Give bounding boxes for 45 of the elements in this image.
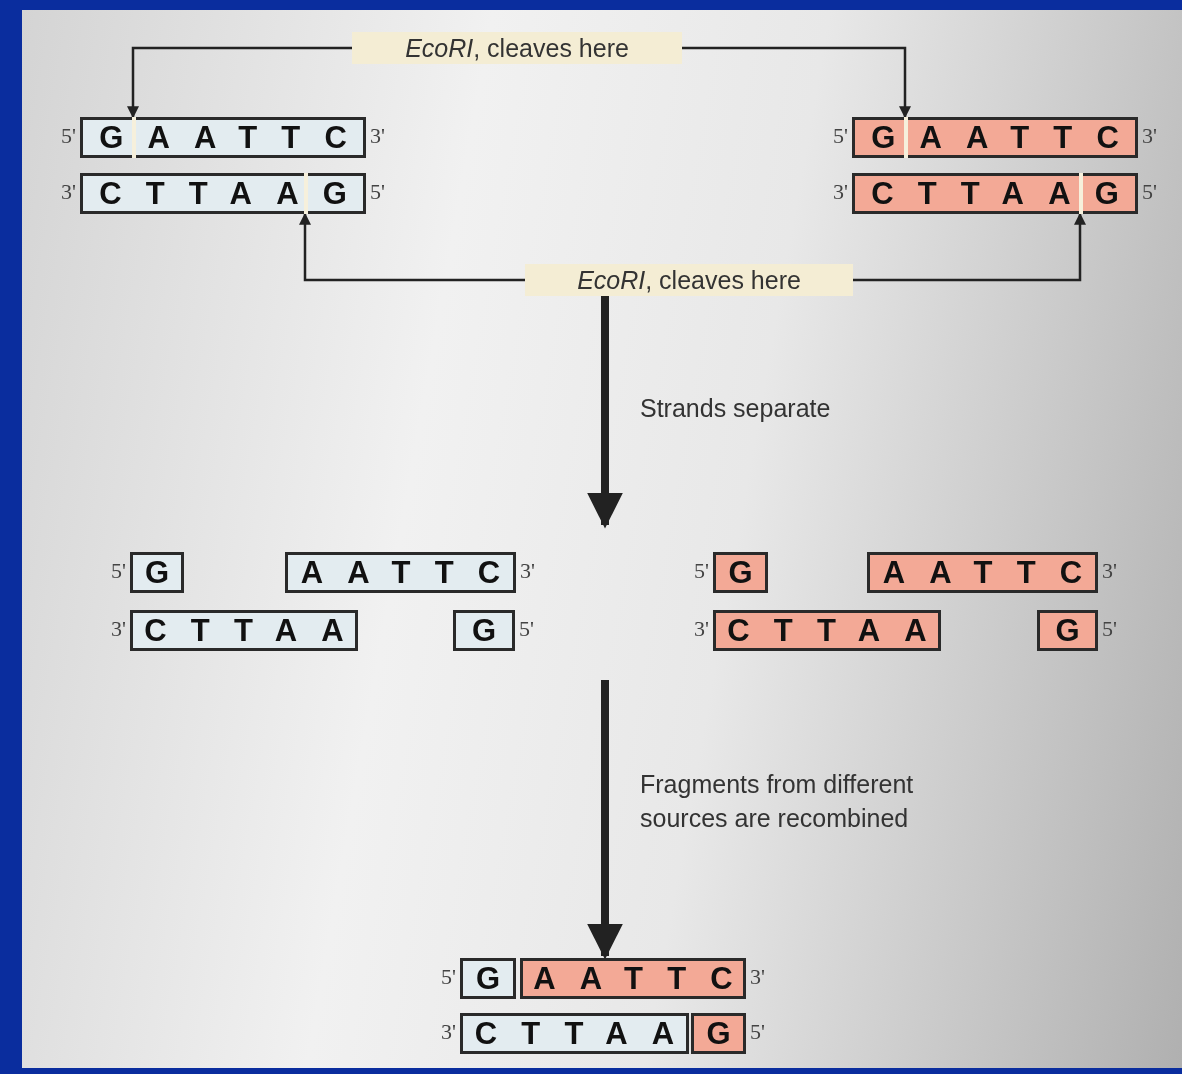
dna-strand-box: G bbox=[453, 610, 515, 651]
dna-strand-box: AATTC bbox=[285, 552, 516, 593]
dna-strand-box: GAATTC bbox=[852, 117, 1138, 158]
dna-strand-box: G bbox=[713, 552, 768, 593]
edge-label: Strands separate bbox=[640, 393, 832, 424]
strand-end-label: 5' bbox=[61, 123, 76, 149]
dna-strand-box: CTTAA bbox=[713, 610, 941, 651]
enzyme-label: EcoRI, cleaves here bbox=[525, 264, 853, 296]
strand-end-label: 3' bbox=[441, 1019, 456, 1045]
strand-end-label: 5' bbox=[441, 964, 456, 990]
dna-strand-box: CTTAAG bbox=[80, 173, 366, 214]
strand-end-label: 3' bbox=[111, 616, 126, 642]
dna-strand-box: CTTAA bbox=[130, 610, 358, 651]
strand-end-label: 5' bbox=[519, 616, 534, 642]
dna-strand-box: G bbox=[130, 552, 184, 593]
dna-strand-box: G bbox=[691, 1013, 746, 1054]
strand-end-label: 5' bbox=[1102, 616, 1117, 642]
dna-strand-box: CTTAA bbox=[460, 1013, 689, 1054]
leader-line bbox=[853, 212, 1086, 282]
dna-strand-box: AATTC bbox=[867, 552, 1098, 593]
strand-end-label: 5' bbox=[370, 179, 385, 205]
strand-end-label: 5' bbox=[750, 1019, 765, 1045]
strand-end-label: 3' bbox=[370, 123, 385, 149]
leader-line bbox=[299, 212, 525, 282]
strand-end-label: 5' bbox=[1142, 179, 1157, 205]
dna-strand-box: G bbox=[1037, 610, 1098, 651]
leader-line bbox=[127, 46, 352, 119]
strand-end-label: 3' bbox=[61, 179, 76, 205]
strand-end-label: 5' bbox=[833, 123, 848, 149]
dna-strand-box: CTTAAG bbox=[852, 173, 1138, 214]
strand-end-label: 3' bbox=[1102, 558, 1117, 584]
strand-end-label: 5' bbox=[694, 558, 709, 584]
leader-line bbox=[682, 46, 911, 119]
strand-end-label: 3' bbox=[520, 558, 535, 584]
edge-label: Fragments from different sources are recombined bbox=[640, 769, 915, 834]
strand-end-label: 3' bbox=[694, 616, 709, 642]
dna-strand-box: G bbox=[460, 958, 516, 999]
arrow bbox=[587, 296, 623, 529]
dna-strand-box: AATTC bbox=[520, 958, 746, 999]
strand-end-label: 3' bbox=[750, 964, 765, 990]
strand-end-label: 3' bbox=[833, 179, 848, 205]
strand-end-label: 5' bbox=[111, 558, 126, 584]
enzyme-label: EcoRI, cleaves here bbox=[352, 32, 682, 64]
dna-strand-box: GAATTC bbox=[80, 117, 366, 158]
strand-end-label: 3' bbox=[1142, 123, 1157, 149]
